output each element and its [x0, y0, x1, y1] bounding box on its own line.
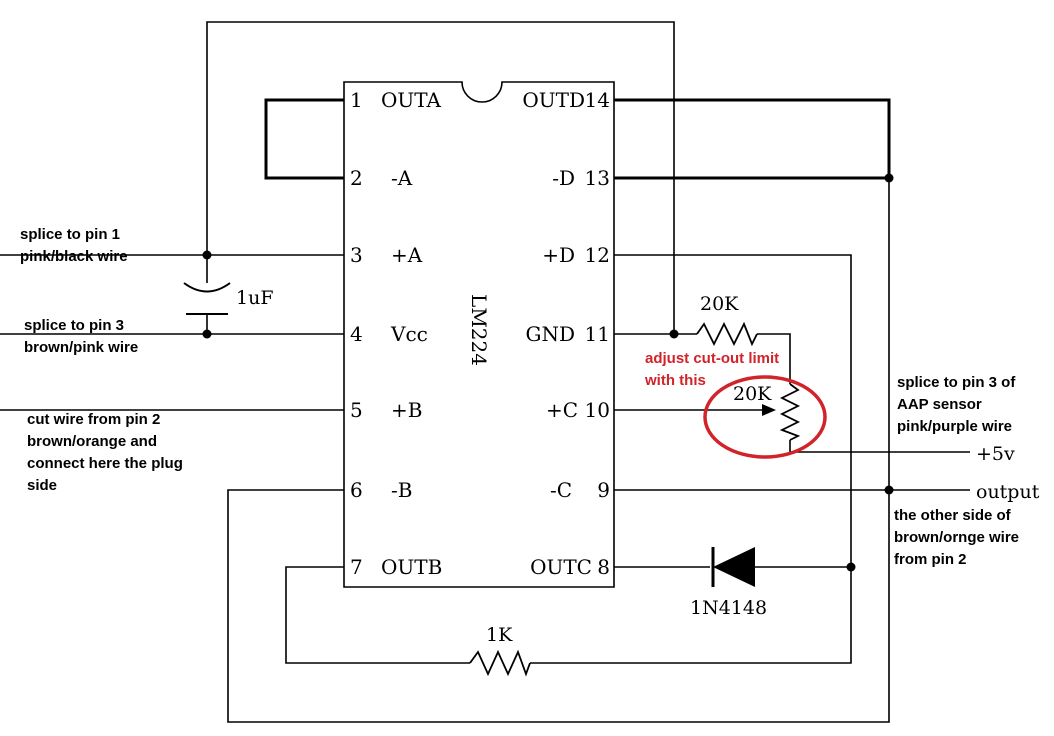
wire-20k-to-pot: [757, 333, 791, 384]
pin-label: -A: [391, 166, 413, 190]
pin-number: 12: [585, 243, 610, 267]
output-terminal-label: output: [976, 481, 1040, 503]
wiper-arrow-icon: [762, 404, 776, 416]
pin-label: -C: [550, 478, 572, 502]
wire-pin7-1k: [285, 566, 470, 664]
potentiometer: [779, 383, 801, 441]
diode-label: 1N4148: [690, 597, 767, 619]
resistor-20k: [696, 321, 758, 347]
wire-pot-to-5v: [789, 440, 970, 453]
pin-label: -B: [391, 478, 412, 502]
resistor-20k-label: 20K: [700, 293, 739, 315]
pin-number: 6: [350, 478, 363, 502]
wire-right-rail: [227, 178, 890, 723]
pin-label: -D: [552, 166, 575, 190]
pin-label: +B: [391, 398, 422, 422]
pin-label: OUTA: [381, 88, 441, 112]
pin-label: Vcc: [390, 322, 428, 346]
pin-number: 7: [350, 555, 363, 579]
pin-number: 2: [350, 166, 363, 190]
highlight-circle: [703, 375, 827, 459]
right-pins: OUTD 14 -D 13 +D 12 GND 11 +C 10 -C 9 OU…: [522, 88, 610, 579]
junction-dot: [202, 250, 212, 260]
chip-name: LM224: [467, 294, 491, 366]
pin-label: OUTB: [381, 555, 442, 579]
note-other-side: the other side of brown/ornge wire from …: [894, 507, 1020, 568]
pin-number: 1: [350, 88, 363, 112]
pin-number: 4: [350, 322, 363, 346]
potentiometer-label: 20K: [733, 383, 772, 405]
pin-number: 11: [585, 322, 610, 346]
diode-triangle: [713, 547, 755, 587]
junction-dot: [202, 329, 212, 339]
wire-pin14-right-rail: [614, 98, 891, 178]
chip-outline: [343, 81, 615, 588]
wire-pin1-pin2-loop: [264, 98, 346, 180]
note-pin1-splice: splice to pin 1 pink/black wire: [20, 226, 128, 265]
pin-label: +A: [391, 243, 423, 267]
junction-dot: [846, 562, 856, 572]
pin-number: 9: [597, 478, 610, 502]
pin-number: 13: [585, 166, 610, 190]
pin-number: 14: [585, 88, 610, 112]
resistor-1k-label: 1K: [486, 624, 513, 646]
capacitor-label: 1uF: [236, 287, 274, 309]
note-aap-sensor: splice to pin 3 of AAP sensor pink/purpl…: [897, 374, 1016, 435]
resistor-1k: [469, 649, 531, 677]
diode: [711, 547, 755, 587]
pin-label: GND: [525, 322, 575, 346]
pin-label: +D: [542, 243, 575, 267]
left-pins: 1 OUTA 2 -A 3 +A 4 Vcc 5 +B 6 -B 7 OUTB: [350, 88, 442, 579]
pin-label: +C: [546, 398, 578, 422]
junction-dot: [669, 329, 679, 339]
junctions: [202, 173, 894, 572]
pin-number: 3: [350, 243, 363, 267]
supply-terminal-label: +5v: [976, 443, 1015, 465]
note-pin3-splice: splice to pin 3 brown/pink wire: [24, 317, 139, 356]
note-cut-wire: cut wire from pin 2 brown/orange and con…: [27, 411, 183, 494]
chip-body: [343, 81, 615, 588]
pin-number: 8: [597, 555, 610, 579]
junction-dot: [884, 485, 894, 495]
note-adjust-limit: adjust cut-out limit with this: [645, 350, 780, 389]
wire-pin12: [530, 254, 852, 664]
pin-label: OUTC: [530, 555, 592, 579]
capacitor: [183, 282, 231, 315]
pin-label: OUTD: [522, 88, 585, 112]
capacitor-curved-plate: [183, 282, 231, 293]
pin-number: 10: [585, 398, 610, 422]
pin-number: 5: [350, 398, 363, 422]
junction-dot: [884, 173, 894, 183]
